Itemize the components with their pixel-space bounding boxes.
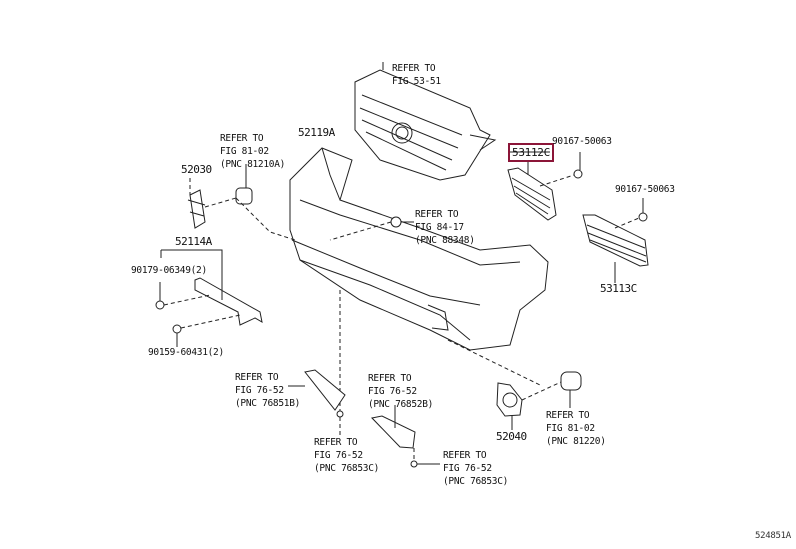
lower-ref-76853c-2: REFER TO FIG 76-52 (PNC 76853C) (443, 449, 508, 488)
ref-line: FIG 76-52 (314, 450, 363, 461)
screw-90167-lower[interactable] (638, 198, 648, 222)
part-number-90167-50063-lower[interactable]: 90167-50063 (615, 184, 675, 195)
ref-line: FIG 53-51 (392, 76, 441, 87)
ref-line: (PNC 88348) (415, 235, 475, 246)
part-number-53112c-highlighted[interactable]: 53112C (508, 143, 554, 162)
part-number-52114a[interactable]: 52114A (175, 235, 212, 248)
ref-line: FIG 76-52 (235, 385, 284, 396)
part-number-90167-50063-upper[interactable]: 90167-50063 (552, 136, 612, 147)
ref-line: REFER TO (415, 209, 459, 220)
ref-line: REFER TO (546, 410, 590, 421)
lower-ref-76852b: REFER TO FIG 76-52 (PNC 76852B) (368, 372, 433, 411)
clip-90179[interactable] (155, 282, 165, 310)
clip-88348[interactable] (390, 216, 414, 228)
fog-lamp-right[interactable] (560, 371, 582, 408)
ref-line: (PNC 76852B) (368, 399, 434, 410)
foglamp-right-reference-label: REFER TO FIG 81-02 (PNC 81220) (546, 409, 606, 448)
ref-line: (PNC 76851B) (235, 398, 301, 409)
radiator-grille[interactable] (354, 62, 497, 181)
ref-line: REFER TO (235, 372, 279, 383)
ref-line: (PNC 76853C) (314, 463, 380, 474)
fog-lamp-left[interactable] (235, 164, 253, 205)
ref-line: (PNC 81210A) (220, 159, 286, 170)
clip-reference-label: REFER TO FIG 84-17 (PNC 88348) (415, 208, 475, 247)
side-grille-53112c[interactable] (507, 161, 557, 221)
side-grille-53113c[interactable] (582, 214, 649, 283)
screw-90167-upper[interactable] (573, 152, 583, 179)
fog-lamp-bezel-left[interactable] (187, 189, 206, 229)
ref-line: FIG 76-52 (443, 463, 492, 474)
part-number-52040[interactable]: 52040 (496, 430, 527, 443)
figure-code: 524851A (755, 531, 791, 541)
ref-line: FIG 81-02 (546, 423, 595, 434)
clip-76853c-2[interactable] (410, 448, 440, 468)
fog-lamp-bezel-right[interactable] (496, 382, 523, 430)
lower-ref-76851b: REFER TO FIG 76-52 (PNC 76851B) (235, 371, 300, 410)
part-number-90159-60431[interactable]: 90159-60431(2) (148, 347, 224, 358)
ref-line: REFER TO (368, 373, 412, 384)
part-number-90179-06349[interactable]: 90179-06349(2) (131, 265, 207, 276)
lower-molding-center[interactable] (371, 405, 416, 449)
ref-line: FIG 76-52 (368, 386, 417, 397)
ref-line: (PNC 76853C) (443, 476, 509, 487)
ref-line: FIG 84-17 (415, 222, 464, 233)
ref-line: REFER TO (314, 437, 358, 448)
foglamp-left-reference-label: REFER TO FIG 81-02 (PNC 81210A) (220, 132, 285, 171)
part-number-53113c[interactable]: 53113C (600, 282, 637, 295)
ref-line: FIG 81-02 (220, 146, 269, 157)
clip-76853c-1[interactable] (336, 410, 344, 435)
ref-line: REFER TO (443, 450, 487, 461)
part-number-52030[interactable]: 52030 (181, 163, 212, 176)
screw-90159[interactable] (172, 324, 182, 347)
grille-reference-label: REFER TO FIG 53-51 (392, 62, 441, 88)
part-number-52119a[interactable]: 52119A (298, 126, 335, 139)
ref-line: REFER TO (392, 63, 436, 74)
ref-line: (PNC 81220) (546, 436, 606, 447)
license-plate-bracket[interactable] (160, 249, 263, 326)
ref-line: REFER TO (220, 133, 264, 144)
lower-ref-76853c-1: REFER TO FIG 76-52 (PNC 76853C) (314, 436, 379, 475)
lower-molding-left[interactable] (288, 369, 346, 411)
